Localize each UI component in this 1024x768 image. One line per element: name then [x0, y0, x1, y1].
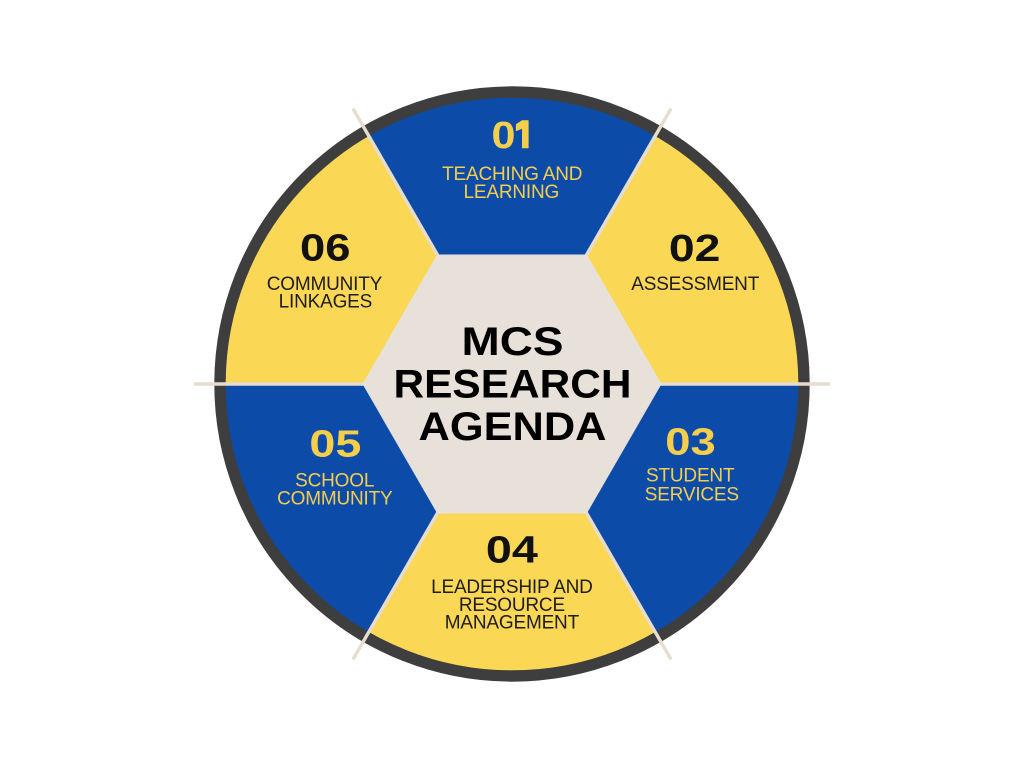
svg-text:LEADERSHIP AND: LEADERSHIP AND: [431, 577, 593, 598]
svg-text:SCHOOL: SCHOOL: [295, 470, 374, 491]
svg-text:06: 06: [300, 228, 351, 270]
svg-text:05: 05: [309, 423, 361, 465]
svg-text:04: 04: [486, 530, 538, 572]
svg-text:LINKAGES: LINKAGES: [279, 292, 372, 313]
svg-text:STUDENT: STUDENT: [646, 465, 735, 486]
svg-text:RESEARCH: RESEARCH: [394, 363, 632, 407]
svg-text:COMMUNITY: COMMUNITY: [277, 489, 393, 510]
svg-text:SERVICES: SERVICES: [645, 484, 739, 505]
svg-text:MANAGEMENT: MANAGEMENT: [445, 612, 580, 633]
svg-text:02: 02: [669, 228, 721, 270]
svg-text:MCS: MCS: [462, 320, 564, 364]
svg-text:ASSESSMENT: ASSESSMENT: [631, 274, 759, 295]
svg-text:03: 03: [665, 422, 716, 464]
svg-text:AGENDA: AGENDA: [419, 405, 607, 449]
svg-text:COMMUNITY: COMMUNITY: [267, 274, 383, 295]
svg-text:RESOURCE: RESOURCE: [459, 595, 565, 616]
svg-text:0: 0: [492, 115, 516, 157]
svg-text:LEARNING: LEARNING: [464, 182, 560, 203]
svg-text:TEACHING AND: TEACHING AND: [442, 164, 582, 185]
